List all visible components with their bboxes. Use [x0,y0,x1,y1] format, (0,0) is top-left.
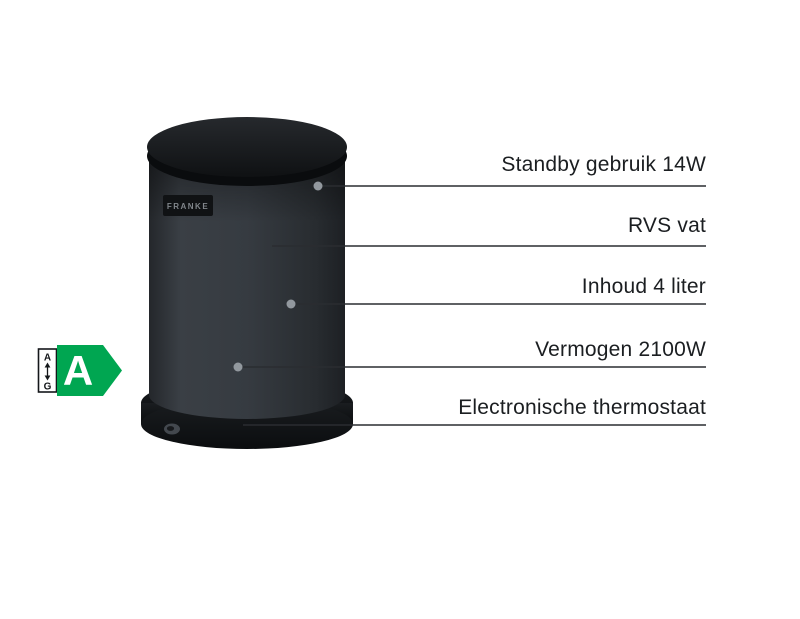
callout-label-rvs-vat: RVS vat [627,214,706,237]
callout-dot-vermogen [233,362,243,372]
energy-scale-min: A [44,353,51,364]
boiler-illustration: FRANKE [141,117,353,449]
brand-logo-text: FRANKE [167,202,209,211]
callout-lines [238,185,706,426]
callout-dot-standby [313,181,323,191]
callout-dot-inhoud [286,299,296,309]
boiler-lid [147,117,347,186]
callout-label-vermogen: Vermogen 2100W [535,338,706,361]
energy-label: A G A [37,345,122,396]
energy-scale-arrowhead-up [44,362,51,368]
energy-rating-arrow [57,345,122,396]
brand-logo: FRANKE [163,195,213,216]
callout-label-standby: Standby gebruik 14W [501,153,706,176]
base-knob [164,423,180,435]
callout-label-inhoud: Inhoud 4 liter [581,275,706,298]
energy-scale-max: G [44,382,52,393]
energy-rating-letter: A [63,347,93,394]
energy-scale-arrowhead-down [44,375,51,381]
callout-dots [233,181,323,372]
callout-label-thermostaat: Electronische thermostaat [458,396,706,419]
